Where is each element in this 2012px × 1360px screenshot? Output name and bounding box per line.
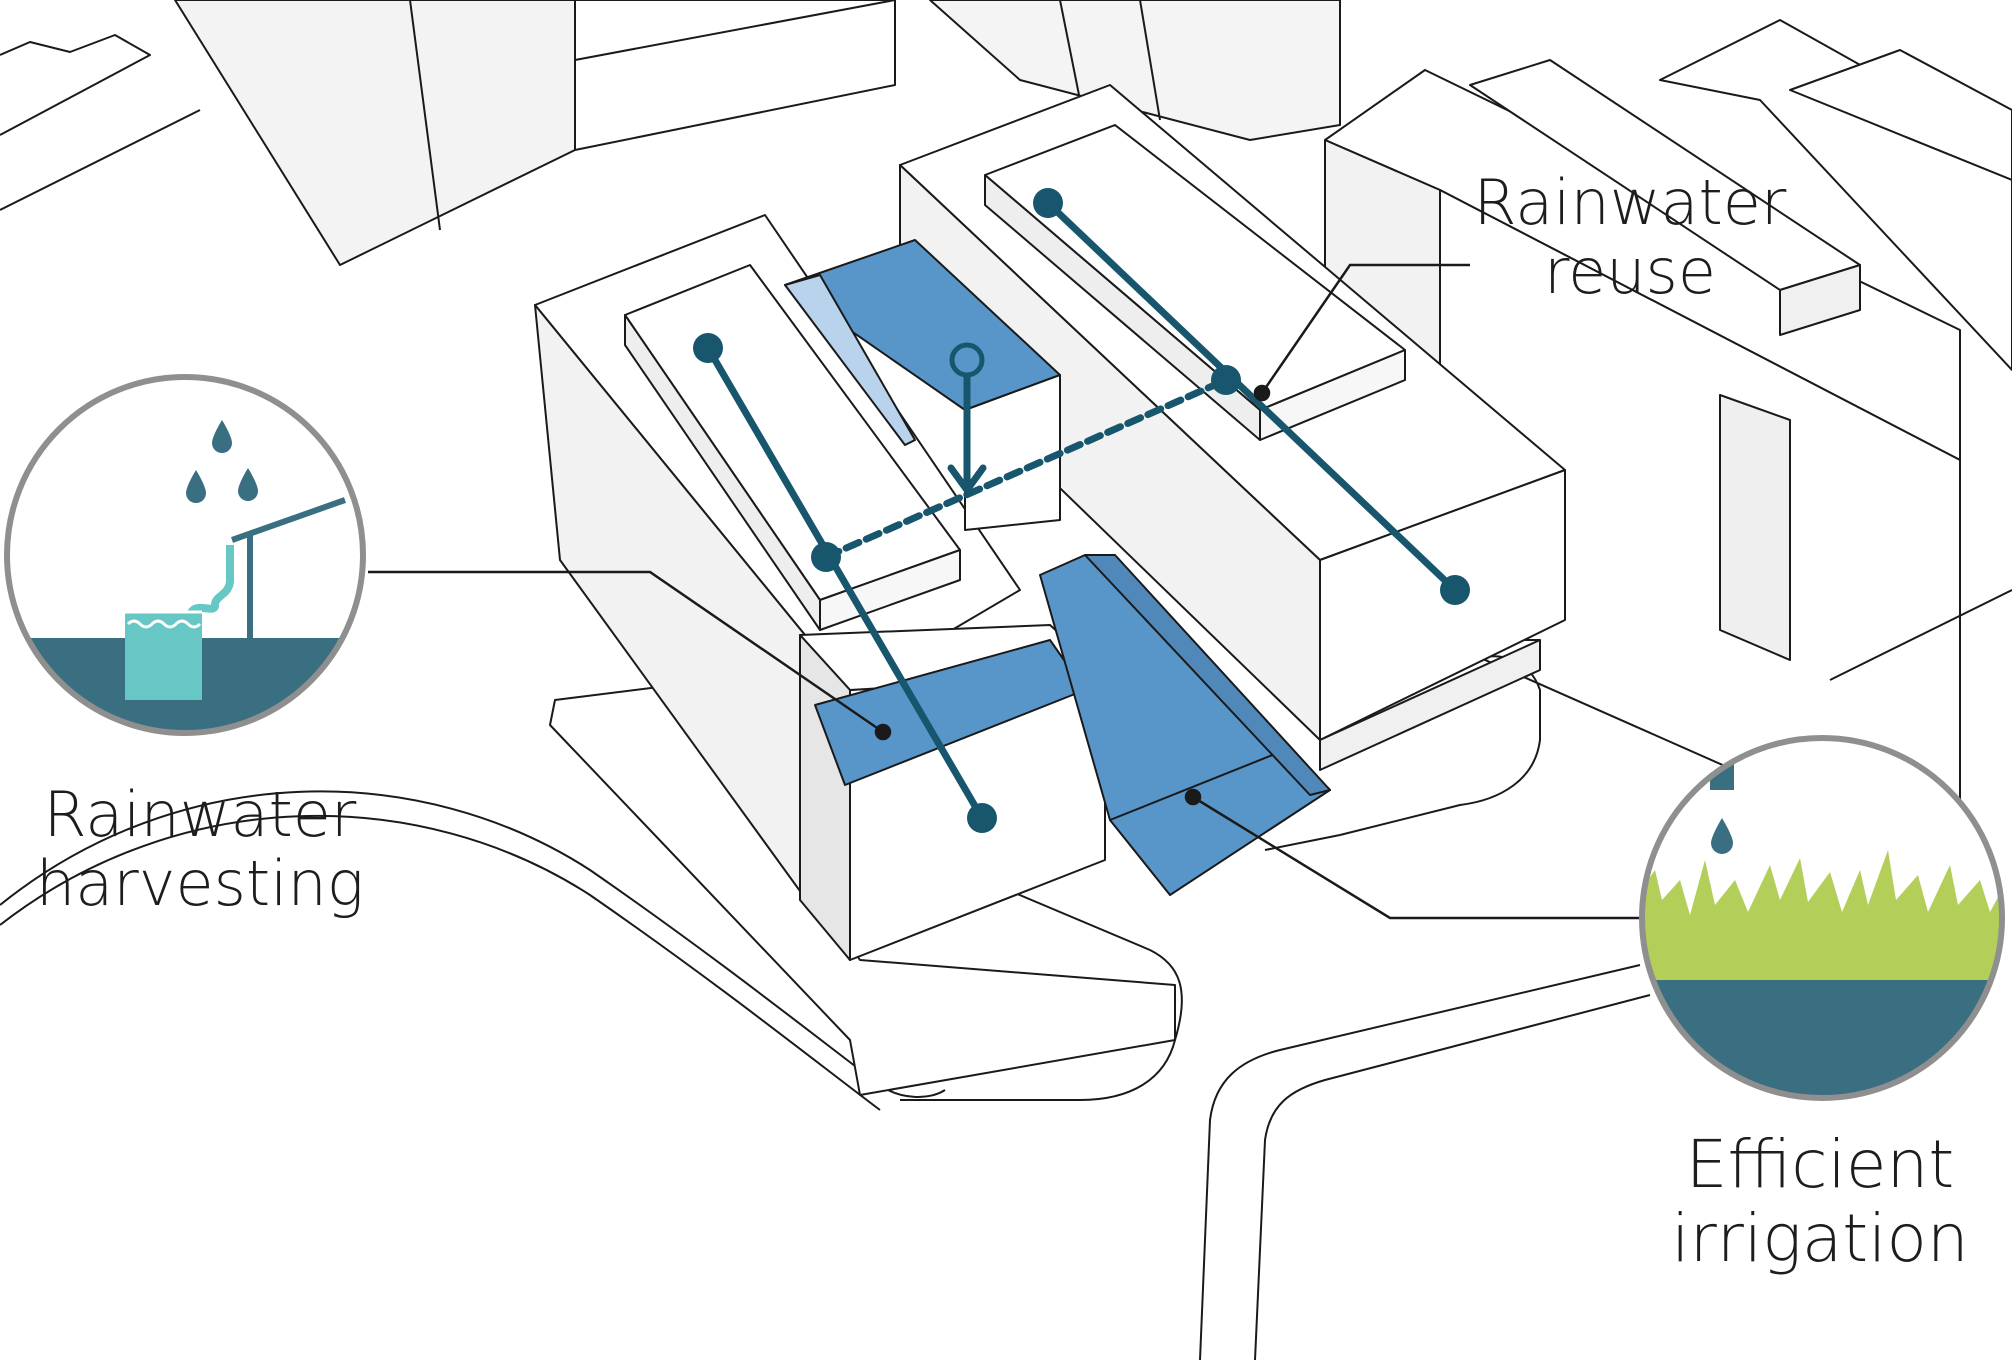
- label-line: Efficient: [1685, 1126, 1955, 1203]
- node-courtyard-inlet: [949, 342, 985, 378]
- label-line: harvesting: [36, 847, 364, 921]
- node-right-top: [1033, 188, 1063, 218]
- water-tank-icon: [125, 610, 202, 700]
- downpipe-arrowhead: [947, 464, 987, 496]
- pipe-right-wing: [1044, 199, 1459, 594]
- label-line: reuse: [1543, 235, 1716, 309]
- pipe-connector-dashed: [822, 376, 1230, 561]
- label-rainwater-harvesting: Rainwater harvesting: [5, 780, 395, 919]
- water-surfaces: [784, 239, 1331, 896]
- label-line: Rainwater: [1473, 166, 1787, 239]
- pipe-left-wing: [704, 344, 986, 822]
- node-left-top: [693, 333, 723, 363]
- node-right-junction: [1211, 365, 1241, 395]
- irrigation-callout: [1639, 735, 2005, 1101]
- label-line: Rainwater: [43, 778, 357, 851]
- context-buildings: [0, 0, 2012, 871]
- node-left-bottom: [967, 803, 997, 833]
- grass-icon: [1642, 850, 2002, 980]
- leader-lines: [368, 263, 1640, 920]
- label-efficient-irrigation: Efficient irrigation: [1640, 1128, 2000, 1276]
- rain-drops-icon: [186, 420, 258, 503]
- node-left-junction: [811, 542, 841, 572]
- pipe-network: [704, 199, 1459, 822]
- harvesting-callout: [4, 374, 366, 736]
- pipe-nodes: [693, 188, 1470, 833]
- label-rainwater-reuse: Rainwater reuse: [1440, 168, 1820, 307]
- node-right-bottom: [1440, 575, 1470, 605]
- label-line: irrigation: [1671, 1199, 1969, 1277]
